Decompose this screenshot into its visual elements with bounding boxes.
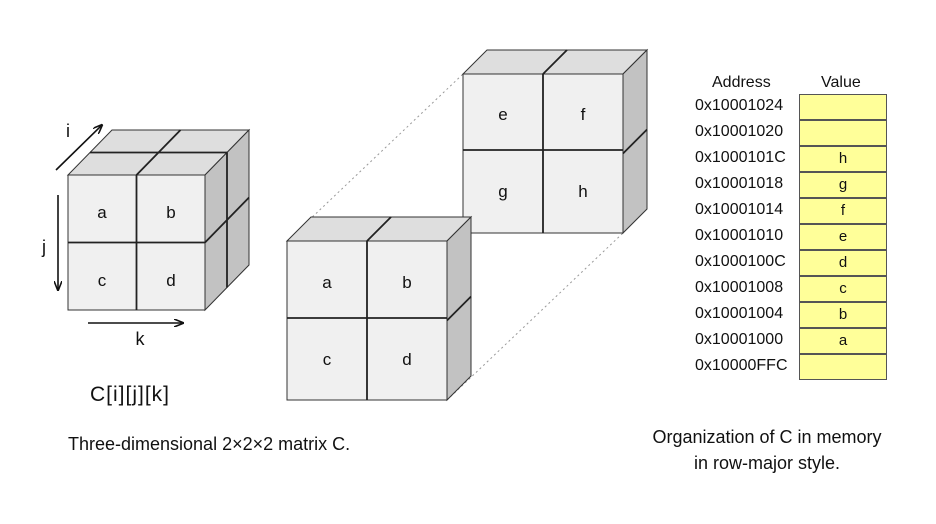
- left-cube-cell-c: c: [98, 271, 107, 290]
- back-block-cell-f: f: [581, 105, 586, 124]
- left-cube-top-seam-width: [135, 129, 182, 176]
- memory-row: 0x10001018 g: [688, 172, 888, 198]
- memory-address: 0x10000FFC: [695, 357, 788, 374]
- memory-value-cell: c: [799, 276, 887, 302]
- memory-value-cell: h: [799, 146, 887, 172]
- memory-value-cell: [799, 120, 887, 146]
- front-block-cell-d: d: [402, 350, 411, 369]
- matrix-caption: Three-dimensional 2×2×2 matrix C.: [68, 434, 351, 454]
- left-cube-cell-a: a: [97, 203, 107, 222]
- value-header: Value: [821, 74, 861, 91]
- front-block-side-seam: [446, 295, 472, 322]
- front-block-cell-c: c: [323, 350, 332, 369]
- address-header: Address: [712, 74, 771, 91]
- axis-k-label: k: [136, 329, 146, 349]
- axis-arrows: i j k: [41, 121, 183, 349]
- axis-i-label: i: [66, 121, 70, 141]
- memory-address: 0x10001010: [695, 227, 784, 244]
- back-block-cell-h: h: [578, 182, 587, 201]
- memory-row: 0x1000101C h: [688, 146, 888, 172]
- memory-row: 0x1000100C d: [688, 250, 888, 276]
- memory-value-cell: [799, 94, 887, 120]
- back-layer-block: e f g h: [461, 48, 649, 235]
- memory-address: 0x10001004: [695, 305, 784, 322]
- memory-address: 0x10001008: [695, 279, 784, 296]
- memory-address: 0x10001020: [695, 123, 784, 140]
- front-block-cell-a: a: [322, 273, 332, 292]
- back-block-side-seam: [622, 128, 648, 155]
- left-cube: a b c d: [66, 128, 251, 312]
- back-block-cell-e: e: [498, 105, 507, 124]
- memory-address: 0x1000100C: [695, 253, 786, 270]
- memory-value-cell: [799, 354, 887, 380]
- memory-value-cell: g: [799, 172, 887, 198]
- memory-address: 0x10001000: [695, 331, 784, 348]
- memory-value-cell: b: [799, 302, 887, 328]
- front-block-top-seam: [366, 216, 392, 242]
- memory-row: 0x10001004 b: [688, 302, 888, 328]
- back-block-cell-g: g: [498, 182, 507, 201]
- array-notation: C[i][j][k]: [90, 383, 171, 406]
- memory-row: 0x10001014 f: [688, 198, 888, 224]
- memory-row: 0x10000FFC: [688, 354, 888, 380]
- front-layer-block: a b c d: [285, 215, 473, 402]
- memory-caption: Organization of C in memory in row-major…: [622, 424, 912, 476]
- left-cube-cell-d: d: [166, 271, 175, 290]
- axis-j-label: j: [41, 237, 46, 257]
- memory-row: 0x10001020: [688, 120, 888, 146]
- left-cube-cell-b: b: [166, 203, 175, 222]
- back-block-top-seam: [542, 49, 568, 75]
- left-cube-side-seam-height: [204, 196, 250, 244]
- memory-row: 0x10001010 e: [688, 224, 888, 250]
- memory-value-cell: e: [799, 224, 887, 250]
- front-block-cell-b: b: [402, 273, 411, 292]
- memory-value-cell: a: [799, 328, 887, 354]
- memory-value-cell: d: [799, 250, 887, 276]
- memory-caption-line-1: Organization of C in memory: [652, 427, 882, 447]
- memory-address: 0x10001014: [695, 201, 784, 218]
- memory-address: 0x10001018: [695, 175, 784, 192]
- memory-row: 0x10001008 c: [688, 276, 888, 302]
- memory-caption-line-2: in row-major style.: [693, 453, 841, 473]
- memory-row: 0x10001000 a: [688, 328, 888, 354]
- memory-value-cell: f: [799, 198, 887, 224]
- memory-row: 0x10001024: [688, 94, 888, 120]
- axis-i-arrow: [55, 125, 102, 171]
- memory-address: 0x1000101C: [695, 149, 786, 166]
- memory-address: 0x10001024: [695, 97, 784, 114]
